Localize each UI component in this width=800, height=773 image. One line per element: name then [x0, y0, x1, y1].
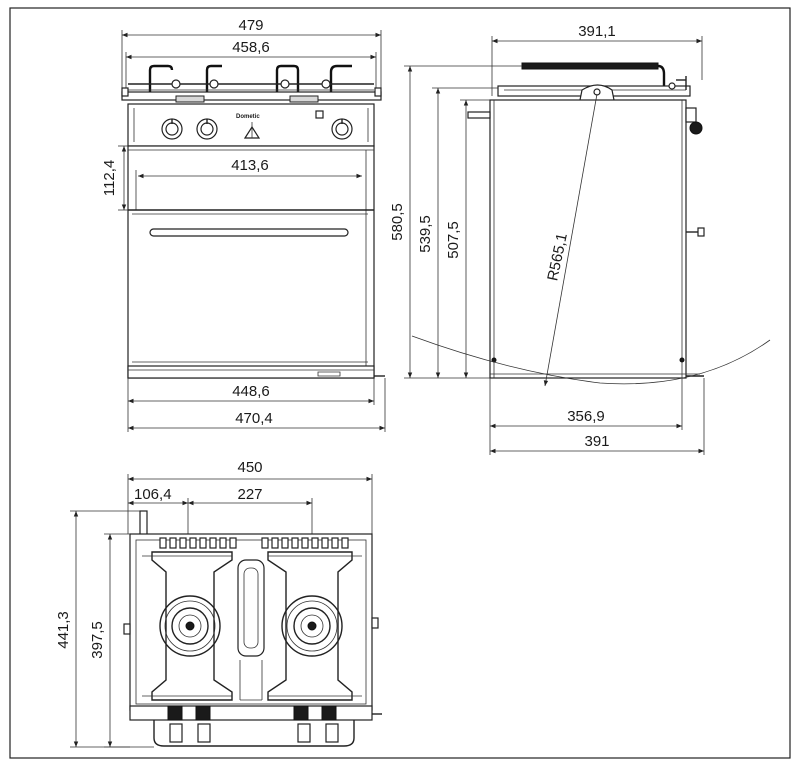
dim-label-458-6: 458,6: [232, 39, 270, 56]
dim-label-227: 227: [237, 486, 262, 503]
dim-side-bottom-inner: 356,9: [489, 378, 683, 455]
oven-body: [127, 145, 375, 379]
dim-label-397-5: 397,5: [89, 621, 106, 659]
oven-door-handle: [149, 228, 349, 237]
front-view: 479 458,6: [101, 17, 386, 432]
dim-top-burner-spacing: 227: [188, 486, 313, 540]
drawing-frame: [9, 7, 791, 759]
dim-front-top-inner: 458,6: [125, 39, 377, 95]
pan-support-right-inner: [275, 64, 300, 96]
dim-label-112-4: 112,4: [101, 160, 118, 196]
pan-support-left-outer: [148, 64, 174, 96]
dim-side-h3: 507,5: [445, 99, 490, 378]
indicator-icon: [315, 110, 324, 119]
dim-top-left-offset: 106,4: [128, 486, 189, 540]
pan-support-right-outer: [329, 64, 352, 96]
dim-label-106-4: 106,4: [134, 486, 172, 503]
dim-label-413-6: 413,6: [231, 157, 269, 174]
center-pan-support: [237, 559, 265, 657]
dim-label-450: 450: [237, 459, 262, 476]
left-pan-support: [151, 551, 233, 701]
side-pan-support: [521, 62, 659, 70]
top-knobs: [167, 705, 337, 721]
right-burner-icon: [281, 595, 343, 657]
knob-3: [331, 118, 353, 140]
side-knob-icon: [689, 121, 703, 135]
side-body: [489, 99, 687, 379]
front-panel: [129, 705, 373, 721]
back-rail: [159, 537, 349, 549]
pan-support-left-inner: [205, 64, 222, 96]
dim-side-h2: 539,5: [417, 87, 498, 378]
dim-label-356-9: 356,9: [567, 408, 605, 425]
top-oven-handle: [153, 720, 355, 747]
door-swing-arc: [411, 335, 771, 385]
top-view: 450 106,4 227: [55, 459, 382, 748]
dim-side-bottom-overall: 391: [490, 378, 705, 455]
dim-label-391: 391: [584, 433, 609, 450]
knob-1: [161, 118, 183, 140]
dim-front-side: 112,4: [101, 145, 128, 211]
dim-front-bottom-overall: 470,4: [128, 378, 386, 432]
dim-front-top-overall: 479: [121, 17, 382, 95]
brand-label: Dometic: [236, 114, 260, 120]
dim-top-depth-inner: 397,5: [89, 533, 130, 748]
dim-label-539-5: 539,5: [417, 215, 434, 253]
dim-label-441-3: 441,3: [55, 611, 72, 649]
dim-label-391-1: 391,1: [578, 23, 616, 40]
dim-label-507-5: 507,5: [445, 221, 462, 259]
right-pan-support: [267, 551, 353, 701]
knob-2: [196, 118, 218, 140]
dim-front-bottom-inner: 448,6: [127, 378, 375, 432]
dim-label-470-4: 470,4: [235, 410, 273, 427]
dim-side-top: 391,1: [491, 23, 703, 96]
dim-side-h1: 580,5: [389, 65, 522, 379]
dim-label-448-6: 448,6: [232, 383, 270, 400]
side-view: 391,1 R565,1: [389, 23, 771, 455]
dim-label-479: 479: [238, 17, 263, 34]
dim-label-580-5: 580,5: [389, 203, 406, 241]
dim-front-door: 413,6: [138, 157, 362, 179]
left-burner-icon: [159, 595, 221, 657]
dim-top-depth-overall: 441,3: [55, 510, 154, 748]
